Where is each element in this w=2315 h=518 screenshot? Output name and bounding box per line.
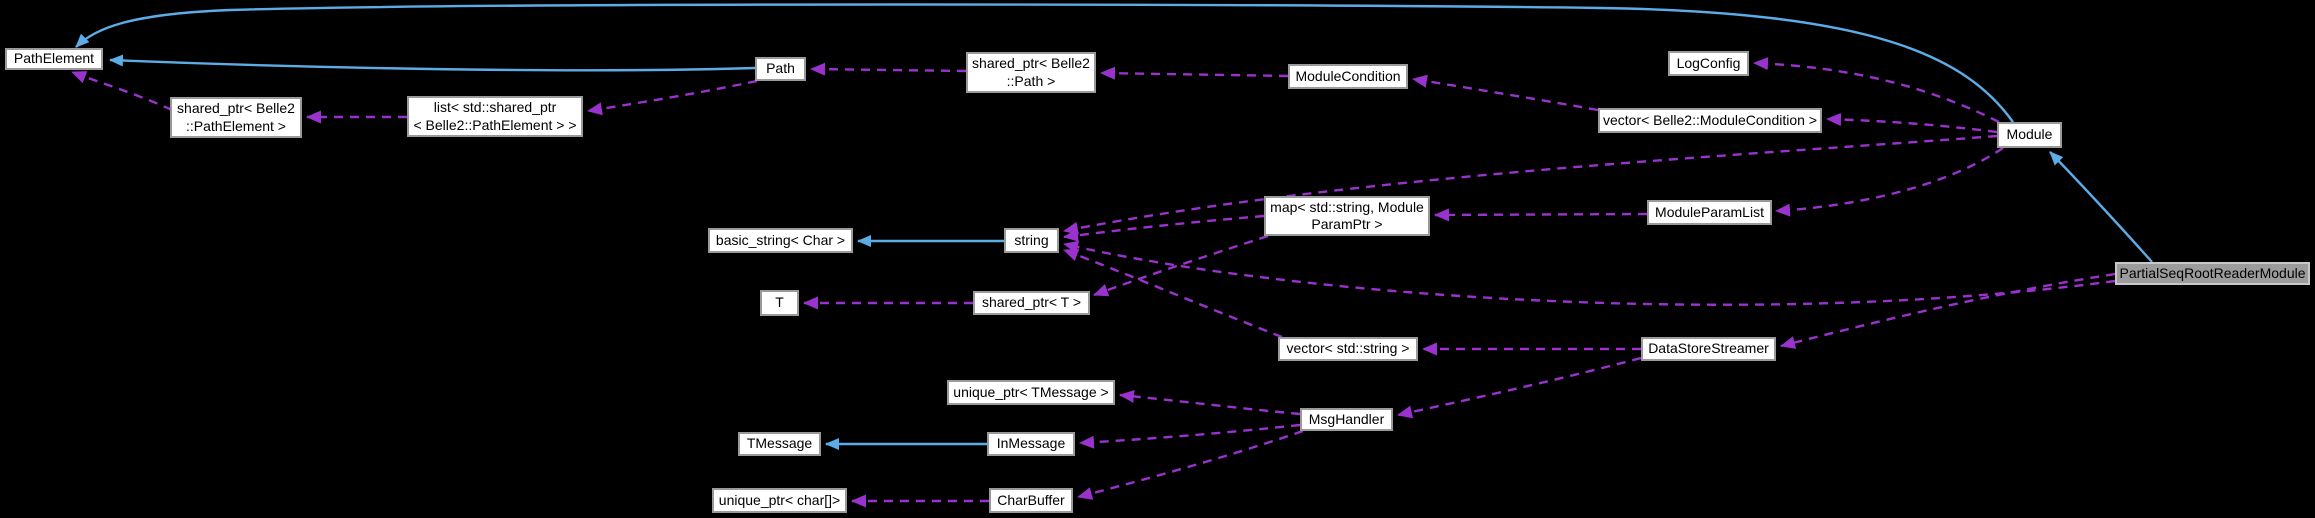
node-unique-ptr-char-label: unique_ptr< char[]> bbox=[718, 491, 841, 508]
edge-partialseqrootreadermodule-to-string bbox=[1063, 240, 2116, 306]
node-modulecondition[interactable]: ModuleCondition bbox=[1288, 64, 1408, 89]
edge-vector-string-to-string bbox=[1063, 248, 1283, 339]
node-unique-ptr-tmessage[interactable]: unique_ptr< TMessage > bbox=[947, 380, 1115, 405]
node-string[interactable]: string bbox=[1004, 228, 1059, 253]
node-charbuffer[interactable]: CharBuffer bbox=[989, 488, 1073, 513]
node-moduleparamlist[interactable]: ModuleParamList bbox=[1647, 200, 1772, 225]
node-path-label: Path bbox=[766, 60, 795, 77]
edge-module-to-moduleparamlist bbox=[1775, 147, 2004, 217]
node-list-shared-ptr-pathelement[interactable]: list< std::shared_ptr < Belle2::PathElem… bbox=[407, 96, 583, 137]
node-pathelement-label: PathElement bbox=[13, 50, 95, 67]
node-shared-ptr-pathelement-label: shared_ptr< Belle2 ::PathElement > bbox=[177, 100, 295, 134]
node-vector-modulecondition-label: vector< Belle2::ModuleCondition > bbox=[1602, 111, 1818, 128]
node-map-string-moduleparamptr[interactable]: map< std::string, Module ParamPtr > bbox=[1264, 196, 1430, 236]
node-modulecondition-label: ModuleCondition bbox=[1295, 67, 1401, 84]
node-basic-string-char[interactable]: basic_string< Char > bbox=[708, 228, 853, 253]
node-path[interactable]: Path bbox=[755, 57, 806, 81]
node-shared-ptr-path[interactable]: shared_ptr< Belle2 ::Path > bbox=[966, 52, 1096, 93]
edge-datastorestreamer-to-msghandler bbox=[1397, 356, 1642, 419]
node-unique-ptr-tmessage-label: unique_ptr< TMessage > bbox=[953, 383, 1109, 400]
node-shared-ptr-pathelement[interactable]: shared_ptr< Belle2 ::PathElement > bbox=[170, 97, 302, 138]
node-msghandler[interactable]: MsgHandler bbox=[1300, 408, 1393, 431]
node-map-string-moduleparamptr-label: map< std::string, Module ParamPtr > bbox=[1270, 198, 1424, 232]
node-shared-ptr-t-label: shared_ptr< T > bbox=[981, 294, 1082, 311]
node-module[interactable]: Module bbox=[1997, 122, 2062, 148]
node-vector-string[interactable]: vector< std::string > bbox=[1278, 337, 1418, 361]
edge-map-to-shared-ptr-t bbox=[1093, 234, 1269, 297]
node-logconfig[interactable]: LogConfig bbox=[1668, 51, 1749, 76]
edge-path-to-pathelement bbox=[109, 54, 756, 72]
edge-msghandler-to-charbuffer bbox=[1077, 429, 1304, 500]
node-partialseqrootreadermodule-label: PartialSeqRootReaderModule bbox=[2119, 264, 2306, 281]
edge-shared-ptr-pathelement-to-pathelement bbox=[71, 70, 173, 112]
edge-module-to-pathelement bbox=[75, 3, 2014, 123]
node-charbuffer-label: CharBuffer bbox=[997, 491, 1065, 508]
node-logconfig-label: LogConfig bbox=[1676, 54, 1741, 71]
node-datastorestreamer[interactable]: DataStoreStreamer bbox=[1641, 337, 1776, 361]
node-tmessage[interactable]: TMessage bbox=[738, 432, 821, 456]
edge-moduleparamlist-to-map bbox=[1434, 208, 1648, 222]
node-shared-ptr-path-label: shared_ptr< Belle2 ::Path > bbox=[972, 55, 1090, 89]
edge-partialseqrootreadermodule-to-datastorestreamer bbox=[1780, 272, 2116, 349]
node-tmessage-label: TMessage bbox=[746, 435, 813, 452]
node-vector-modulecondition[interactable]: vector< Belle2::ModuleCondition > bbox=[1598, 108, 1822, 133]
edge-module-to-string bbox=[1063, 134, 1998, 235]
node-list-shared-ptr-pathelement-label: list< std::shared_ptr < Belle2::PathElem… bbox=[413, 99, 577, 133]
node-basic-string-char-label: basic_string< Char > bbox=[715, 231, 846, 248]
node-vector-string-label: vector< std::string > bbox=[1286, 340, 1410, 357]
edge-partialseqrootreadermodule-to-module bbox=[2049, 151, 2153, 263]
node-datastorestreamer-label: DataStoreStreamer bbox=[1648, 340, 1769, 357]
node-module-label: Module bbox=[2006, 126, 2053, 143]
node-t[interactable]: T bbox=[760, 290, 799, 316]
node-string-label: string bbox=[1014, 231, 1049, 248]
edge-modulecondition-to-shared-ptr-path bbox=[1100, 66, 1289, 80]
node-inmessage[interactable]: InMessage bbox=[987, 432, 1075, 456]
edge-map-to-string bbox=[1063, 214, 1265, 242]
edge-path-to-list bbox=[587, 79, 758, 116]
node-pathelement[interactable]: PathElement bbox=[5, 48, 103, 70]
node-moduleparamlist-label: ModuleParamList bbox=[1655, 203, 1764, 220]
edge-shared-ptr-path-to-path bbox=[810, 62, 967, 76]
edge-msghandler-to-unique-ptr-tmessage bbox=[1119, 389, 1301, 416]
node-t-label: T bbox=[775, 294, 784, 311]
node-shared-ptr-t[interactable]: shared_ptr< T > bbox=[973, 291, 1090, 315]
node-unique-ptr-char[interactable]: unique_ptr< char[]> bbox=[712, 488, 847, 513]
edge-module-to-vector-modulecondition bbox=[1826, 112, 1998, 134]
node-partialseqrootreadermodule[interactable]: PartialSeqRootReaderModule bbox=[2115, 262, 2310, 285]
node-inmessage-label: InMessage bbox=[996, 435, 1066, 452]
node-msghandler-label: MsgHandler bbox=[1308, 410, 1385, 427]
edge-vector-modulecondition-to-modulecondition bbox=[1412, 74, 1599, 112]
edge-msghandler-to-inmessage bbox=[1079, 423, 1301, 449]
